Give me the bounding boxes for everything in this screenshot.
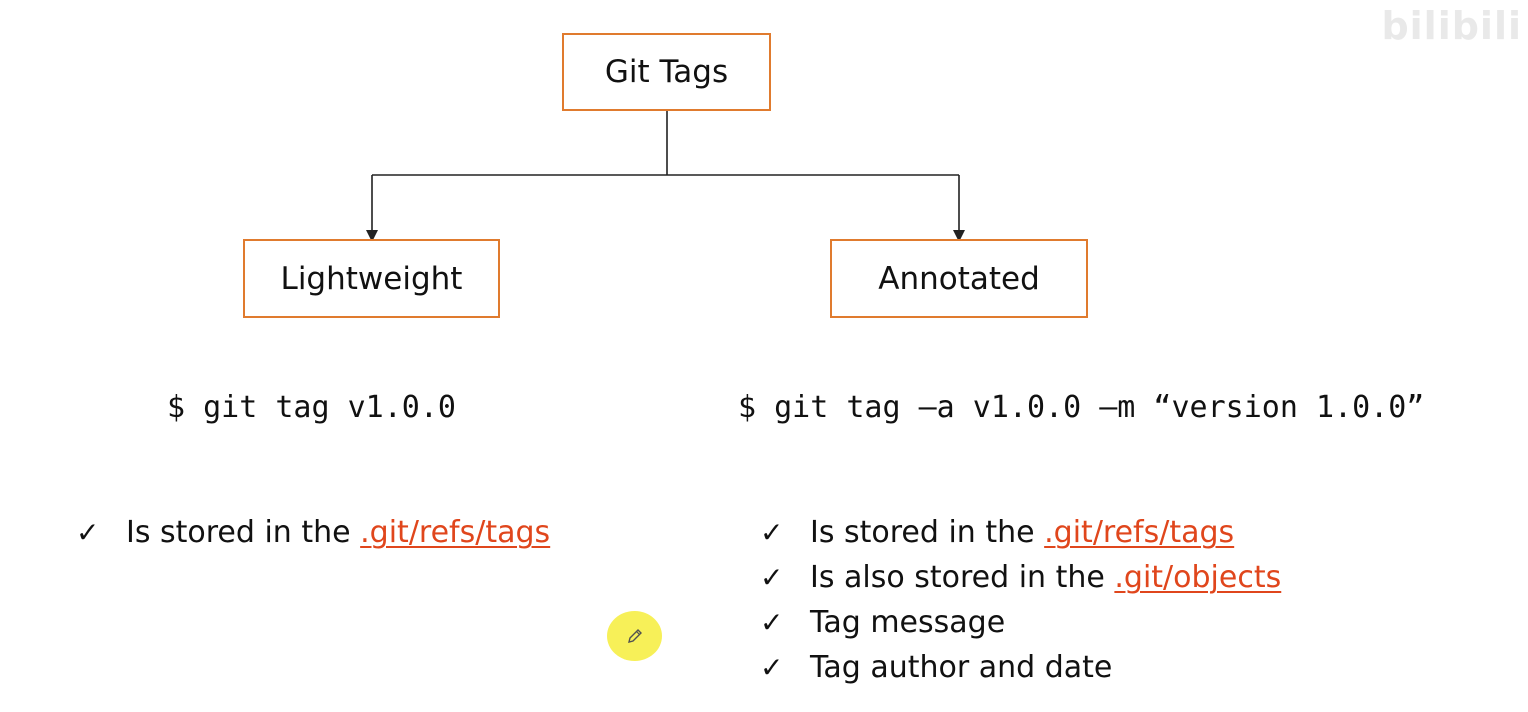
node-lightweight: Lightweight [243, 239, 500, 318]
root-node-label: Git Tags [604, 54, 729, 90]
annotated-command: $ git tag –a v1.0.0 –m “version 1.0.0” [738, 390, 1425, 425]
fact-path: .git/refs/tags [1044, 515, 1235, 550]
list-item: ✓ Is stored in the .git/refs/tags [760, 510, 1281, 555]
fact-text: Is stored in the [810, 515, 1045, 550]
check-icon: ✓ [760, 516, 784, 549]
check-icon: ✓ [760, 561, 784, 594]
node-annotated: Annotated [830, 239, 1088, 318]
cursor-highlight [607, 611, 662, 661]
lightweight-facts-list: ✓ Is stored in the .git/refs/tags [76, 510, 550, 555]
list-item: ✓ Is stored in the .git/refs/tags [76, 510, 550, 555]
annotated-facts-list: ✓ Is stored in the .git/refs/tags ✓ Is als… [760, 510, 1281, 690]
fact-text: Is also stored in the [810, 560, 1115, 595]
check-icon: ✓ [760, 651, 784, 684]
list-item: ✓ Tag author and date [760, 645, 1281, 690]
check-icon: ✓ [760, 606, 784, 639]
check-icon: ✓ [76, 516, 100, 549]
node-annotated-label: Annotated [878, 260, 1040, 297]
lightweight-command: $ git tag v1.0.0 [167, 390, 456, 425]
fact-text: Is stored in the [126, 515, 361, 550]
fact-path: .git/refs/tags [360, 515, 551, 550]
root-node-git-tags: Git Tags [562, 33, 771, 111]
node-lightweight-label: Lightweight [280, 260, 463, 297]
list-item: ✓ Tag message [760, 600, 1281, 645]
fact-text: Tag message [810, 605, 1006, 640]
bilibili-watermark: bilibili [1381, 4, 1522, 48]
list-item: ✓ Is also stored in the .git/objects [760, 555, 1281, 600]
pencil-icon [627, 629, 642, 643]
fact-text: Tag author and date [810, 650, 1113, 685]
fact-path: .git/objects [1114, 560, 1282, 595]
